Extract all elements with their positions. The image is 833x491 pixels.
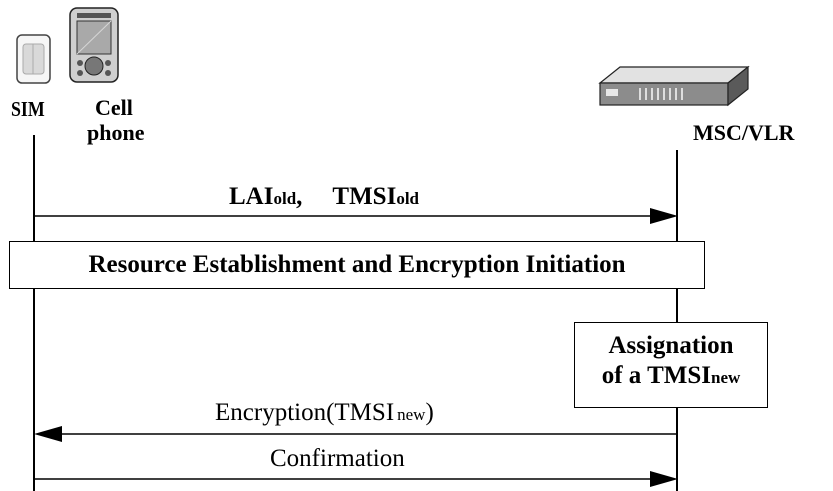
assignation-line1: Assignation — [608, 332, 734, 359]
resource-establishment-box: Resource Establishment and Encryption In… — [9, 241, 705, 289]
tmsi-assignation-box: Assignation of a TMSInew — [574, 322, 768, 408]
msc-label: MSC/VLR — [693, 120, 795, 145]
sim-card-icon — [16, 34, 51, 84]
msg2-close: ) — [425, 399, 434, 426]
sim-label: SIM — [11, 97, 45, 121]
msg1-arrow — [34, 208, 678, 224]
msg3-label: Confirmation — [270, 445, 405, 472]
msg2-main: Encryption(TMSI — [215, 399, 395, 426]
assignation-line2: of a TMSInew — [575, 361, 767, 391]
assignation-line2-main: of a TMSI — [601, 362, 711, 389]
msg1-tmsi: TMSI — [332, 183, 397, 210]
server-device-icon — [598, 65, 750, 107]
msg1-lai: LAI — [229, 183, 274, 210]
msg1-separator: , — [296, 183, 303, 210]
phone-label-line1: Cell — [95, 95, 133, 120]
msg2-sub: new — [397, 405, 426, 424]
resource-establishment-label: Resource Establishment and Encryption In… — [88, 251, 626, 278]
msg1-label: LAIold,TMSIold — [229, 184, 419, 209]
assignation-line2-sub: new — [711, 368, 741, 387]
msg1-lai-sub: old — [273, 189, 297, 208]
msg1-tmsi-sub: old — [396, 189, 419, 208]
phone-label-line2: phone — [87, 120, 145, 145]
cell-phone-icon — [69, 7, 119, 83]
msg3-arrow — [34, 471, 678, 487]
msg2-arrow — [34, 426, 677, 442]
